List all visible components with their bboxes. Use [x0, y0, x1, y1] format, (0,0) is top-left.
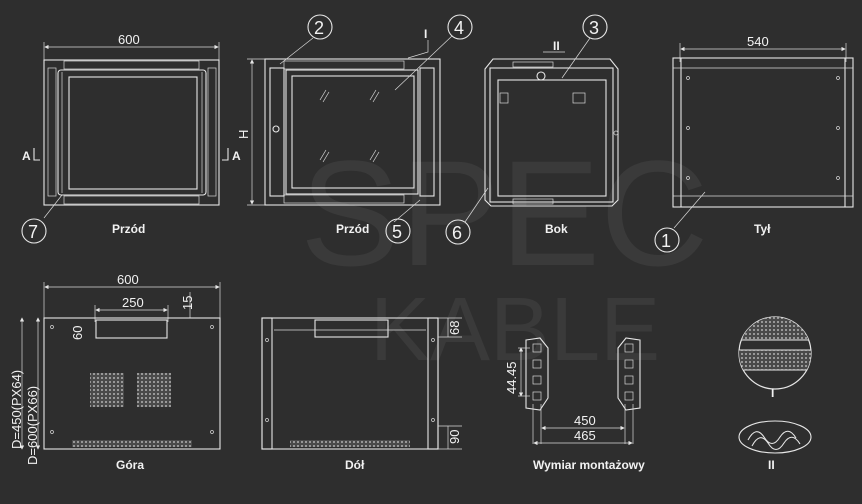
front-glass-label: Przód	[336, 222, 369, 236]
watermark-line1: SPEC	[300, 129, 708, 297]
detail-mark-ii: II	[553, 39, 560, 53]
detail-mark-i: I	[424, 27, 427, 41]
back-width-dim: 540	[747, 34, 769, 49]
top-opening-h-dim: 60	[70, 326, 85, 340]
callout-5: 5	[392, 222, 402, 242]
bottom-label: Dół	[345, 458, 365, 472]
front-glass-view: H I Przód	[236, 27, 441, 236]
section-mark-right: A	[232, 149, 241, 163]
bottom-top-dim: 68	[447, 321, 462, 335]
detail-ii-label: II	[768, 458, 775, 472]
callout-2: 2	[314, 18, 324, 38]
detail-ii: II	[738, 420, 812, 472]
back-label: Tył	[754, 222, 771, 236]
front-door-label: Przód	[112, 222, 145, 236]
top-width-dim: 600	[117, 272, 139, 287]
top-depth-a-dim: D=450(PX64)	[9, 370, 24, 449]
front-door-view: 600 A A Przód	[22, 32, 241, 236]
callout-7: 7	[28, 222, 38, 242]
mounting-label: Wymiar montażowy	[533, 458, 645, 472]
callout-1: 1	[661, 231, 671, 251]
callout-4: 4	[454, 18, 464, 38]
top-offset-dim: 15	[180, 296, 195, 310]
top-view: 600 250 15 60 D=450(PX64) D=600(PX66) Gó…	[9, 272, 221, 472]
top-label: Góra	[116, 458, 144, 472]
side-view: II Bok	[484, 39, 619, 236]
mounting-pitch-dim: 44.45	[504, 361, 519, 394]
watermark: SPEC KABLE	[300, 129, 708, 380]
callout-3: 3	[589, 18, 599, 38]
top-depth-b-dim: D=600(PX66)	[25, 386, 40, 465]
side-label: Bok	[545, 222, 568, 236]
height-dim: H	[236, 130, 251, 139]
detail-i: I	[738, 316, 812, 400]
bottom-bottom-dim: 90	[447, 430, 462, 444]
back-view: 540 Tył	[672, 34, 854, 236]
callout-6: 6	[452, 223, 462, 243]
top-opening-dim: 250	[122, 295, 144, 310]
mounting-outer-dim: 465	[574, 428, 596, 443]
bottom-view: 68 90 Dół	[261, 317, 462, 472]
mounting-view: 44.45 450 465 Wymiar montażowy	[504, 337, 645, 472]
callouts: 7 2 4 5 3 6 1	[21, 14, 706, 253]
mounting-inner-dim: 450	[574, 413, 596, 428]
detail-i-label: I	[771, 386, 774, 400]
section-mark-left: A	[22, 149, 31, 163]
front-width-dim: 600	[118, 32, 140, 47]
